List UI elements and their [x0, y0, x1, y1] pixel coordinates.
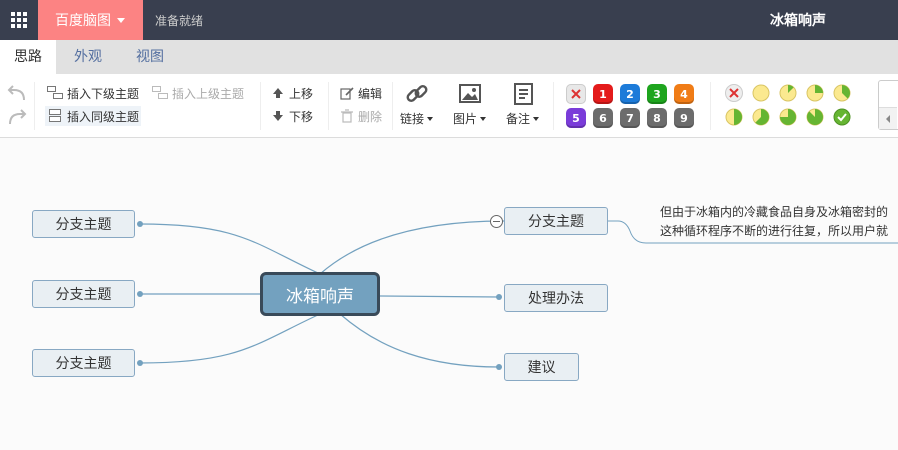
- insert-child-label: 插入下级主题: [67, 86, 140, 101]
- note-button[interactable]: 备注: [506, 82, 540, 127]
- progress-level-button[interactable]: [833, 84, 851, 102]
- priority-3-button[interactable]: 3: [647, 84, 667, 104]
- link-icon: [406, 85, 427, 102]
- trash-icon: [341, 109, 353, 123]
- mindmap-canvas[interactable]: 分支主题 分支主题 分支主题 冰箱响声 分支主题 处理办法 建议 但由于冰箱内的…: [0, 139, 898, 450]
- arrow-left-icon: [886, 114, 890, 123]
- edit-button[interactable]: 编辑: [340, 83, 382, 103]
- caret-down-icon: [427, 116, 434, 121]
- move-down-button[interactable]: 下移: [272, 106, 313, 126]
- mindmap-connectors: [139, 220, 898, 368]
- arrow-down-icon: [273, 111, 283, 121]
- close-icon: [571, 89, 581, 99]
- connector-dot: [496, 294, 502, 300]
- note-line: 但由于冰箱内的冷藏食品自身及冰箱密封的: [660, 205, 889, 219]
- insert-child-button[interactable]: 插入下级主题: [47, 83, 139, 103]
- priority-2-button[interactable]: 2: [620, 84, 640, 104]
- insert-child-icon: [47, 86, 63, 100]
- priority-remove-button[interactable]: [566, 84, 586, 104]
- mindmap-node-right-3[interactable]: 建议: [504, 353, 579, 381]
- brand-menu-button[interactable]: 百度脑图: [38, 0, 143, 40]
- edit-icon: [340, 87, 354, 100]
- move-up-button[interactable]: 上移: [272, 83, 313, 103]
- priority-6-button[interactable]: 6: [593, 108, 613, 128]
- progress-level-button[interactable]: [806, 84, 824, 102]
- image-button[interactable]: 图片: [453, 82, 487, 127]
- insert-parent-button[interactable]: 插入上级主题: [152, 83, 244, 103]
- link-button[interactable]: 链接: [400, 82, 434, 127]
- move-down-label: 下移: [289, 109, 314, 124]
- progress-level-button[interactable]: [752, 108, 770, 126]
- mindmap-node-left-2[interactable]: 分支主题: [32, 280, 135, 308]
- insert-sibling-label: 插入同级主题: [67, 109, 140, 124]
- scroll-left-button[interactable]: [879, 107, 897, 129]
- panel-scroll-frame: [878, 80, 898, 130]
- tab-bar: 思路 外观 视图: [0, 40, 898, 74]
- brand-label: 百度脑图: [55, 13, 111, 29]
- save-status: 准备就绪: [155, 14, 204, 28]
- move-up-label: 上移: [289, 86, 314, 101]
- priority-5-button[interactable]: 5: [566, 108, 586, 128]
- progress-level-button[interactable]: [779, 84, 797, 102]
- note-icon: [513, 83, 533, 105]
- progress-level-button[interactable]: [725, 108, 743, 126]
- toolbar: 插入下级主题 插入上级主题 插入同级主题 上移 下移 编辑 删除: [0, 74, 898, 138]
- image-icon: [458, 84, 481, 103]
- priority-7-button[interactable]: 7: [620, 108, 640, 128]
- document-title[interactable]: 冰箱响声: [770, 13, 826, 29]
- apps-menu-button[interactable]: [0, 0, 38, 40]
- connector-dot: [137, 291, 143, 297]
- mindmap-node-left-1[interactable]: 分支主题: [32, 210, 135, 238]
- grid-icon: [11, 12, 27, 28]
- connector-dot: [496, 364, 502, 370]
- progress-remove-button[interactable]: [725, 84, 743, 102]
- priority-9-button[interactable]: 9: [674, 108, 694, 128]
- caret-down-icon: [480, 116, 487, 121]
- arrow-up-icon: [273, 88, 283, 98]
- priority-4-button[interactable]: 4: [674, 84, 694, 104]
- tab-view[interactable]: 视图: [136, 49, 164, 65]
- progress-level-button[interactable]: [806, 108, 824, 126]
- connector-dot: [137, 360, 143, 366]
- caret-down-icon: [117, 17, 125, 23]
- top-bar: 百度脑图 准备就绪 冰箱响声: [0, 0, 898, 40]
- tab-idea[interactable]: 思路: [0, 40, 56, 74]
- mindmap-node-right-1[interactable]: 分支主题: [504, 207, 608, 235]
- caret-down-icon: [533, 116, 540, 121]
- priority-1-button[interactable]: 1: [593, 84, 613, 104]
- delete-button[interactable]: 删除: [340, 106, 382, 126]
- insert-parent-label: 插入上级主题: [172, 86, 245, 101]
- close-icon: [729, 88, 739, 98]
- redo-icon[interactable]: [6, 108, 28, 126]
- priority-8-button[interactable]: 8: [647, 108, 667, 128]
- undo-icon[interactable]: [6, 84, 28, 102]
- edit-label: 编辑: [358, 86, 383, 101]
- tab-appearance[interactable]: 外观: [74, 49, 102, 65]
- progress-level-button[interactable]: [833, 108, 851, 126]
- mindmap-root-node[interactable]: 冰箱响声: [260, 272, 380, 316]
- collapse-toggle-icon[interactable]: [490, 215, 503, 228]
- image-label: 图片: [453, 112, 478, 126]
- delete-label: 删除: [358, 109, 383, 124]
- insert-sibling-button[interactable]: 插入同级主题: [45, 106, 142, 126]
- progress-level-button[interactable]: [752, 84, 770, 102]
- mindmap-node-right-2[interactable]: 处理办法: [504, 284, 608, 312]
- insert-parent-icon: [152, 86, 168, 100]
- note-line: 这种循环程序不断的进行往复，所以用户就: [660, 224, 889, 238]
- progress-level-button[interactable]: [779, 108, 797, 126]
- connector-dot: [137, 221, 143, 227]
- mindmap-node-left-3[interactable]: 分支主题: [32, 349, 135, 377]
- node-note-text: 但由于冰箱内的冷藏食品自身及冰箱密封的 这种循环程序不断的进行往复，所以用户就: [660, 203, 888, 241]
- link-label: 链接: [400, 112, 425, 126]
- note-label: 备注: [506, 112, 531, 126]
- insert-sibling-icon: [47, 109, 63, 123]
